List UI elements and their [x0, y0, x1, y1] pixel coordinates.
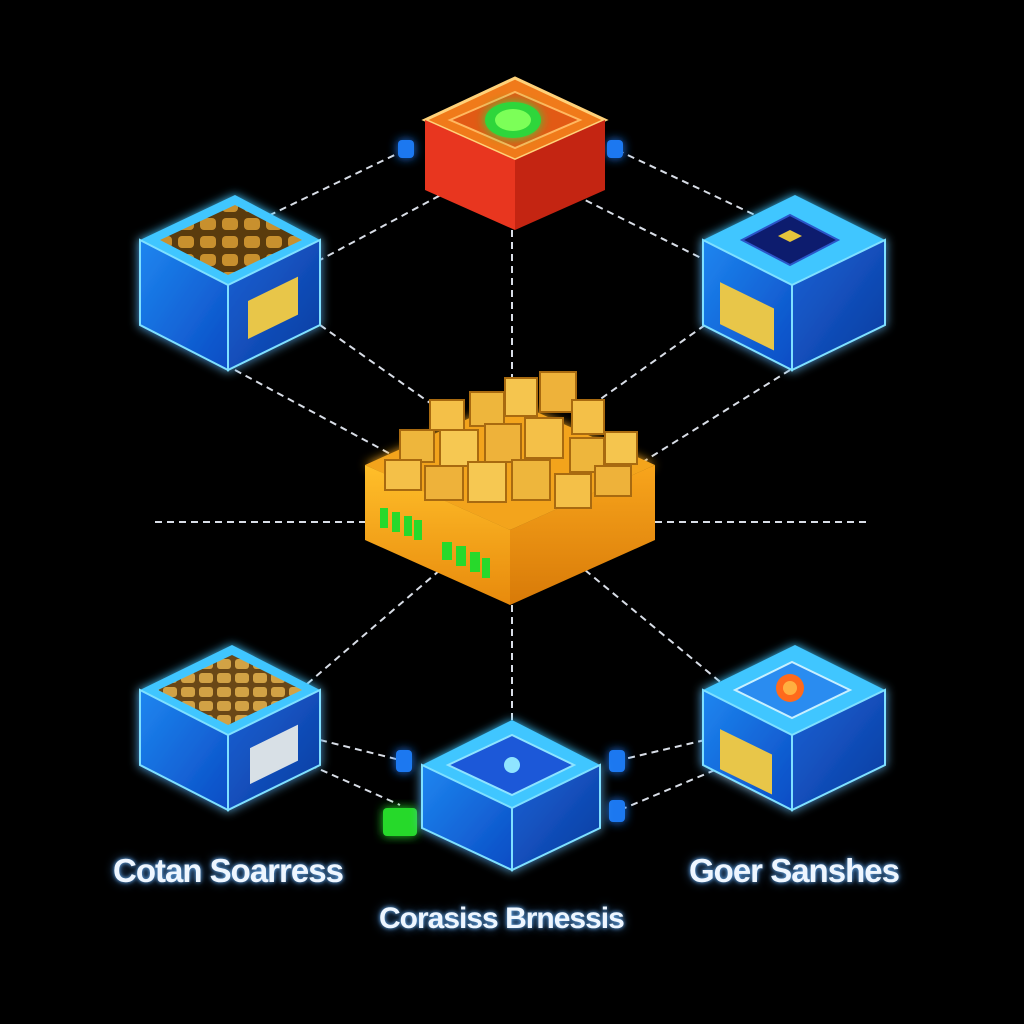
port-bottom-right — [609, 750, 625, 772]
node-top-left — [139, 195, 321, 372]
label-left: Cotan Soarress — [113, 852, 344, 889]
gold-plate — [250, 724, 298, 785]
connector-top-right-2 — [574, 194, 706, 261]
honeycomb-grid-icon — [160, 205, 302, 275]
label-right: Goer Sanshes — [689, 852, 900, 889]
connectors — [155, 149, 870, 811]
connector-bottomright-bottom-2 — [619, 769, 716, 811]
port-bottom-left — [396, 750, 412, 772]
virus-icon — [485, 102, 541, 138]
port-top-right — [607, 140, 623, 158]
connector-center-bottomright — [584, 569, 731, 691]
label-bottom: Corasiss Brnessis — [379, 902, 625, 935]
node-bottom-right — [702, 645, 886, 812]
node-bottom-center — [421, 720, 601, 872]
gold-plate — [248, 276, 298, 340]
connector-center-bottomleft — [299, 569, 441, 691]
green-glyph-left — [380, 508, 422, 540]
connector-bottomright-bottom — [619, 739, 706, 761]
node-center — [365, 371, 655, 605]
connector-bottomleft-bottom — [319, 739, 401, 761]
green-glyph-right — [442, 542, 490, 578]
cluster-blocks-icon — [384, 371, 638, 509]
virus-icon — [776, 674, 804, 702]
connector-left-center-2 — [319, 324, 441, 411]
node-top-right — [702, 195, 886, 372]
gold-plate — [720, 729, 772, 795]
connector-top-right — [616, 149, 756, 216]
port-top-left — [398, 140, 414, 158]
connector-right-center-2 — [584, 324, 706, 411]
nugget-grid-icon — [158, 655, 302, 725]
connector-top-left-2 — [319, 189, 451, 261]
connector-top-left — [269, 149, 406, 216]
ports — [396, 140, 625, 822]
gold-plate — [720, 282, 774, 351]
port-bottom-right-2 — [609, 800, 625, 822]
node-top-red — [421, 76, 609, 230]
green-port — [383, 808, 417, 836]
node-bottom-left — [139, 645, 321, 812]
connector-bottomleft-bottom-2 — [309, 764, 401, 806]
connector-right-center — [629, 369, 791, 471]
